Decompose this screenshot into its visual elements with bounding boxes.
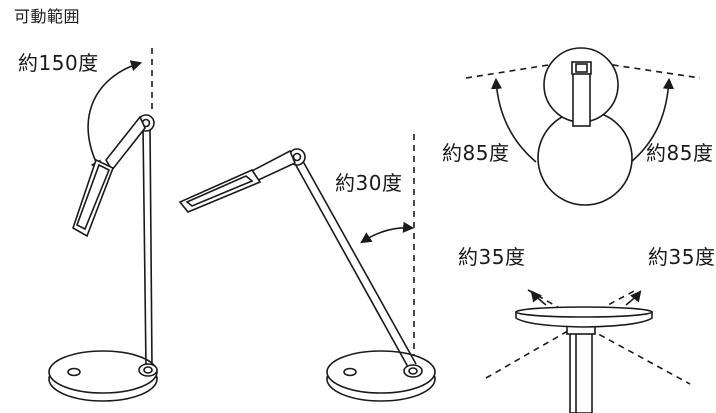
base-button bbox=[67, 367, 81, 377]
label-rotate-right-85: 約85度 bbox=[646, 141, 714, 165]
lamp-2 bbox=[178, 134, 436, 402]
lamp-base-top-2 bbox=[326, 350, 436, 394]
lamp-head-tilted bbox=[72, 158, 115, 238]
label-head-tilt-150: 約150度 bbox=[18, 51, 99, 75]
rotate-arrow-right bbox=[630, 77, 675, 163]
label-swivel-right-35: 約35度 bbox=[648, 245, 716, 269]
arc-arrow-30 bbox=[360, 221, 415, 244]
label-arm-tilt-30: 約30度 bbox=[335, 171, 403, 195]
swivel-arrow-left bbox=[530, 290, 547, 306]
lamp-head-2 bbox=[178, 168, 262, 213]
swivel-arrow-right bbox=[625, 290, 642, 306]
rotate-arrow-left bbox=[490, 77, 537, 163]
label-swivel-left-35: 約35度 bbox=[458, 245, 526, 269]
side-view-swivel bbox=[485, 289, 691, 413]
diagram-title: 可動範囲 bbox=[14, 7, 81, 26]
top-view-rotation bbox=[465, 47, 701, 206]
label-rotate-left-85: 約85度 bbox=[442, 141, 510, 165]
arc-arrow-150 bbox=[87, 60, 143, 172]
lamp-1 bbox=[48, 48, 158, 402]
